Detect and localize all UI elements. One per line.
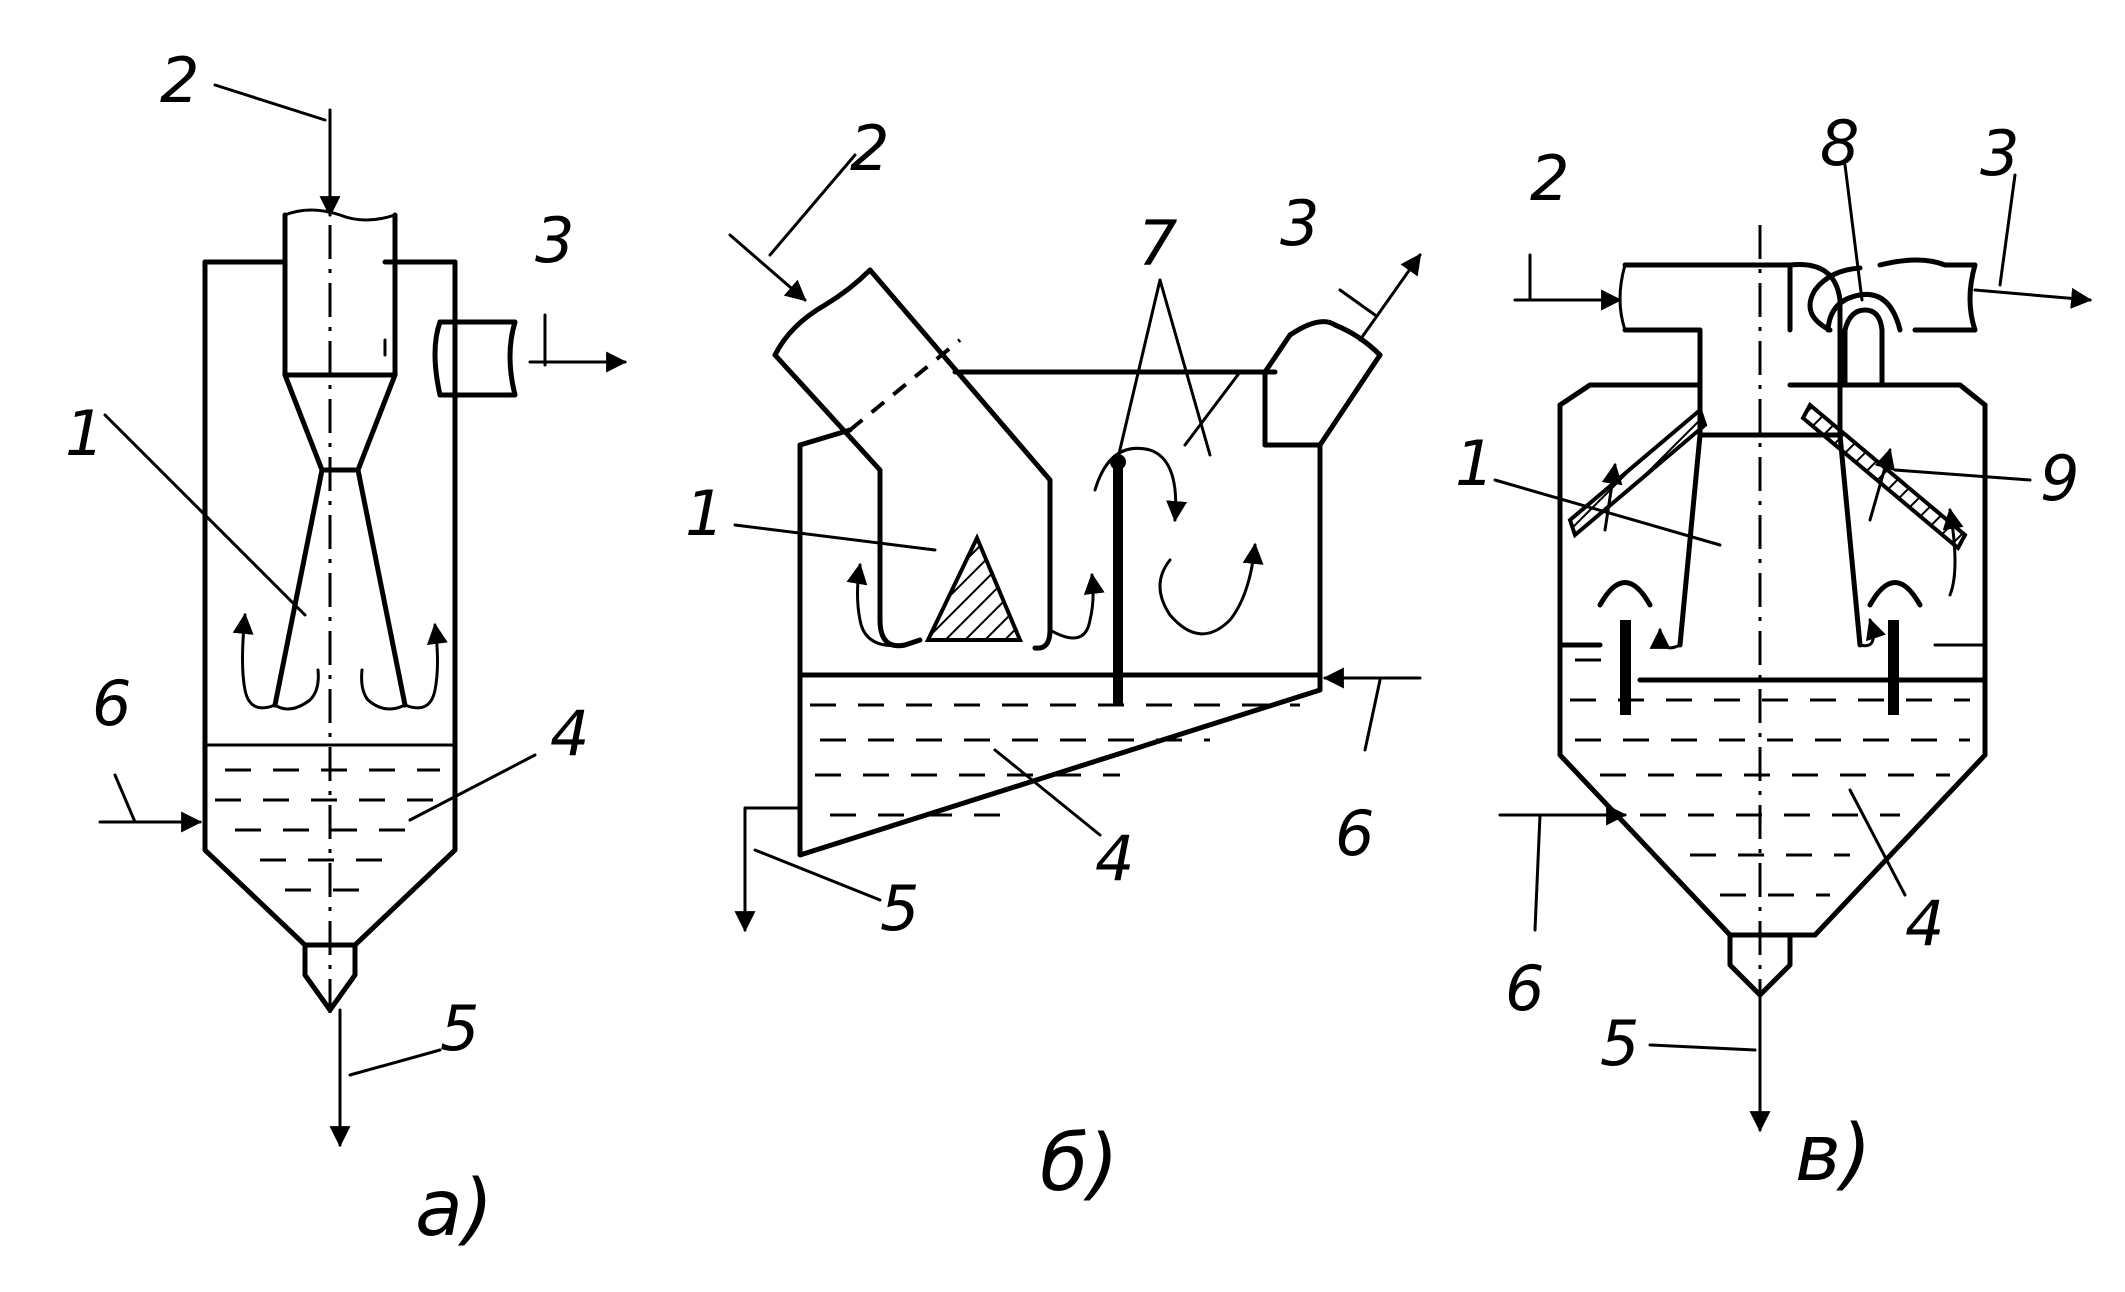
label-v-8: 8 — [1820, 107, 1859, 180]
label-b-7: 7 — [1138, 207, 1177, 280]
label-b-2: 2 — [850, 112, 889, 185]
panel-a: 2 3 1 6 4 5 а) — [65, 44, 628, 1254]
caption-a: а) — [415, 1164, 493, 1254]
panel-b: 2 3 7 1 4 6 5 б) — [685, 112, 1422, 1209]
label-b-5: 5 — [880, 872, 919, 945]
caption-v: в) — [1795, 1109, 1871, 1199]
label-a-5: 5 — [440, 992, 479, 1065]
label-v-1: 1 — [1455, 427, 1494, 500]
label-v-3: 3 — [1980, 117, 2019, 190]
panel-v: 2 8 3 1 9 4 6 5 в) — [1455, 107, 2093, 1199]
label-b-6: 6 — [1335, 797, 1374, 870]
caption-b: б) — [1040, 1119, 1119, 1209]
label-a-1: 1 — [65, 397, 104, 470]
label-a-4: 4 — [550, 697, 589, 770]
label-b-3: 3 — [1280, 187, 1319, 260]
label-v-9: 9 — [2040, 442, 2079, 515]
label-a-2: 2 — [160, 44, 199, 117]
label-v-2: 2 — [1530, 142, 1569, 215]
label-v-5: 5 — [1600, 1007, 1639, 1080]
label-v-6: 6 — [1505, 952, 1544, 1025]
label-a-6: 6 — [92, 667, 131, 740]
label-v-4: 4 — [1905, 887, 1944, 960]
label-b-4: 4 — [1095, 822, 1134, 895]
label-a-3: 3 — [535, 204, 574, 277]
label-b-1: 1 — [685, 477, 724, 550]
